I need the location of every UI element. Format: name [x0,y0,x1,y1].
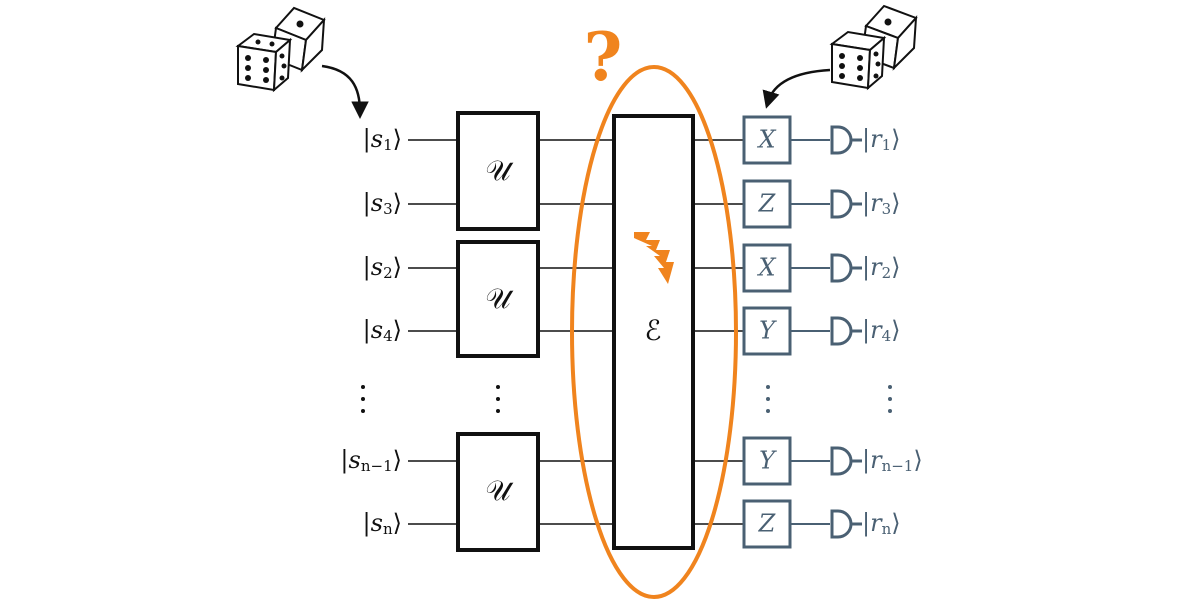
ket-label: |s2⟩ [363,253,402,283]
unitary-label: 𝒰 [485,474,514,507]
ket-label: |r2⟩ [862,253,901,283]
measurement-meter-icon [830,446,862,476]
ket-symbol: r [870,316,883,344]
measurement-meter-icon [830,189,862,219]
ket-symbol: s [371,189,383,217]
output-results: |r1⟩ |r3⟩ |r2⟩ |r4⟩ |rn−1⟩ |rn⟩ [830,125,923,539]
measurement-bases: X Z X Y Y Z [742,115,792,549]
ket-subscript: 2 [882,264,892,282]
ket-label: |sn⟩ [363,509,402,539]
basis-label: Y [759,447,777,475]
highlight-ellipse [570,65,738,599]
measurement-meter-icon [830,253,862,283]
ket-symbol: s [349,446,361,474]
question-mark: ? [584,18,623,96]
ket-subscript: n−1 [361,457,393,475]
ket-subscript: 1 [882,136,892,154]
ket-symbol: r [870,509,883,537]
basis-gate: Z [742,179,792,229]
ket-subscript: 1 [383,136,393,154]
ket-symbol: s [371,253,383,281]
ket-symbol: r [870,189,883,217]
ket-subscript: 3 [383,200,393,218]
ket-symbol: s [371,509,383,537]
basis-label: X [756,254,776,282]
noise-channel: ℰ [612,114,695,550]
measurement-meter-icon [830,509,862,539]
ellipsis-dots [361,385,500,413]
ket-subscript: 3 [882,200,892,218]
ellipsis-dots [766,385,892,413]
ket-label: |s1⟩ [363,125,402,155]
basis-label: Z [758,510,777,538]
ket-symbol: s [371,316,383,344]
measurement-meter-icon [830,125,862,155]
ket-symbol: r [870,253,883,281]
ket-subscript: 2 [383,264,393,282]
ket-label: |r3⟩ [862,189,901,219]
basis-gate: Y [742,306,792,356]
dice-icon [235,6,326,93]
ket-label: |r4⟩ [862,316,901,346]
basis-gate: Z [742,499,792,549]
unitary-gate: 𝒰 [456,432,540,552]
ket-label: |s4⟩ [363,316,402,346]
qubit-wires [408,139,830,525]
ket-subscript: n [383,520,393,538]
noise-bolt-icon [634,232,674,284]
basis-label: X [756,126,776,154]
ket-label: |s3⟩ [363,189,402,219]
ket-subscript: 4 [882,327,892,345]
ket-label: |rn⟩ [862,509,901,539]
unitary-label: 𝒰 [485,282,514,315]
basis-gate: X [742,243,792,293]
basis-gate: Y [742,436,792,486]
ket-symbol: s [371,125,383,153]
curved-arrow-icon [321,64,369,119]
basis-gate: X [742,115,792,165]
basis-label: Z [758,190,777,218]
measurement-meter-icon [830,316,862,346]
basis-label: Y [759,317,777,345]
ket-subscript: 4 [383,327,393,345]
curved-arrow-icon [762,68,831,109]
unitary-gate: 𝒰 [456,240,540,358]
ket-label: |rn−1⟩ [862,446,923,476]
ket-symbol: r [870,446,883,474]
ket-label: |sn−1⟩ [340,446,402,476]
ket-symbol: r [870,125,883,153]
input-states: |s1⟩ |s3⟩ |s2⟩ |s4⟩ |sn−1⟩ |sn⟩ [340,125,402,539]
dice-icon [829,4,918,91]
ket-subscript: n [882,520,892,538]
ket-label: |r1⟩ [862,125,901,155]
ket-subscript: n−1 [882,457,914,475]
unitary-gate: 𝒰 [456,111,540,231]
unitary-label: 𝒰 [485,154,514,187]
channel-label: ℰ [645,314,662,347]
